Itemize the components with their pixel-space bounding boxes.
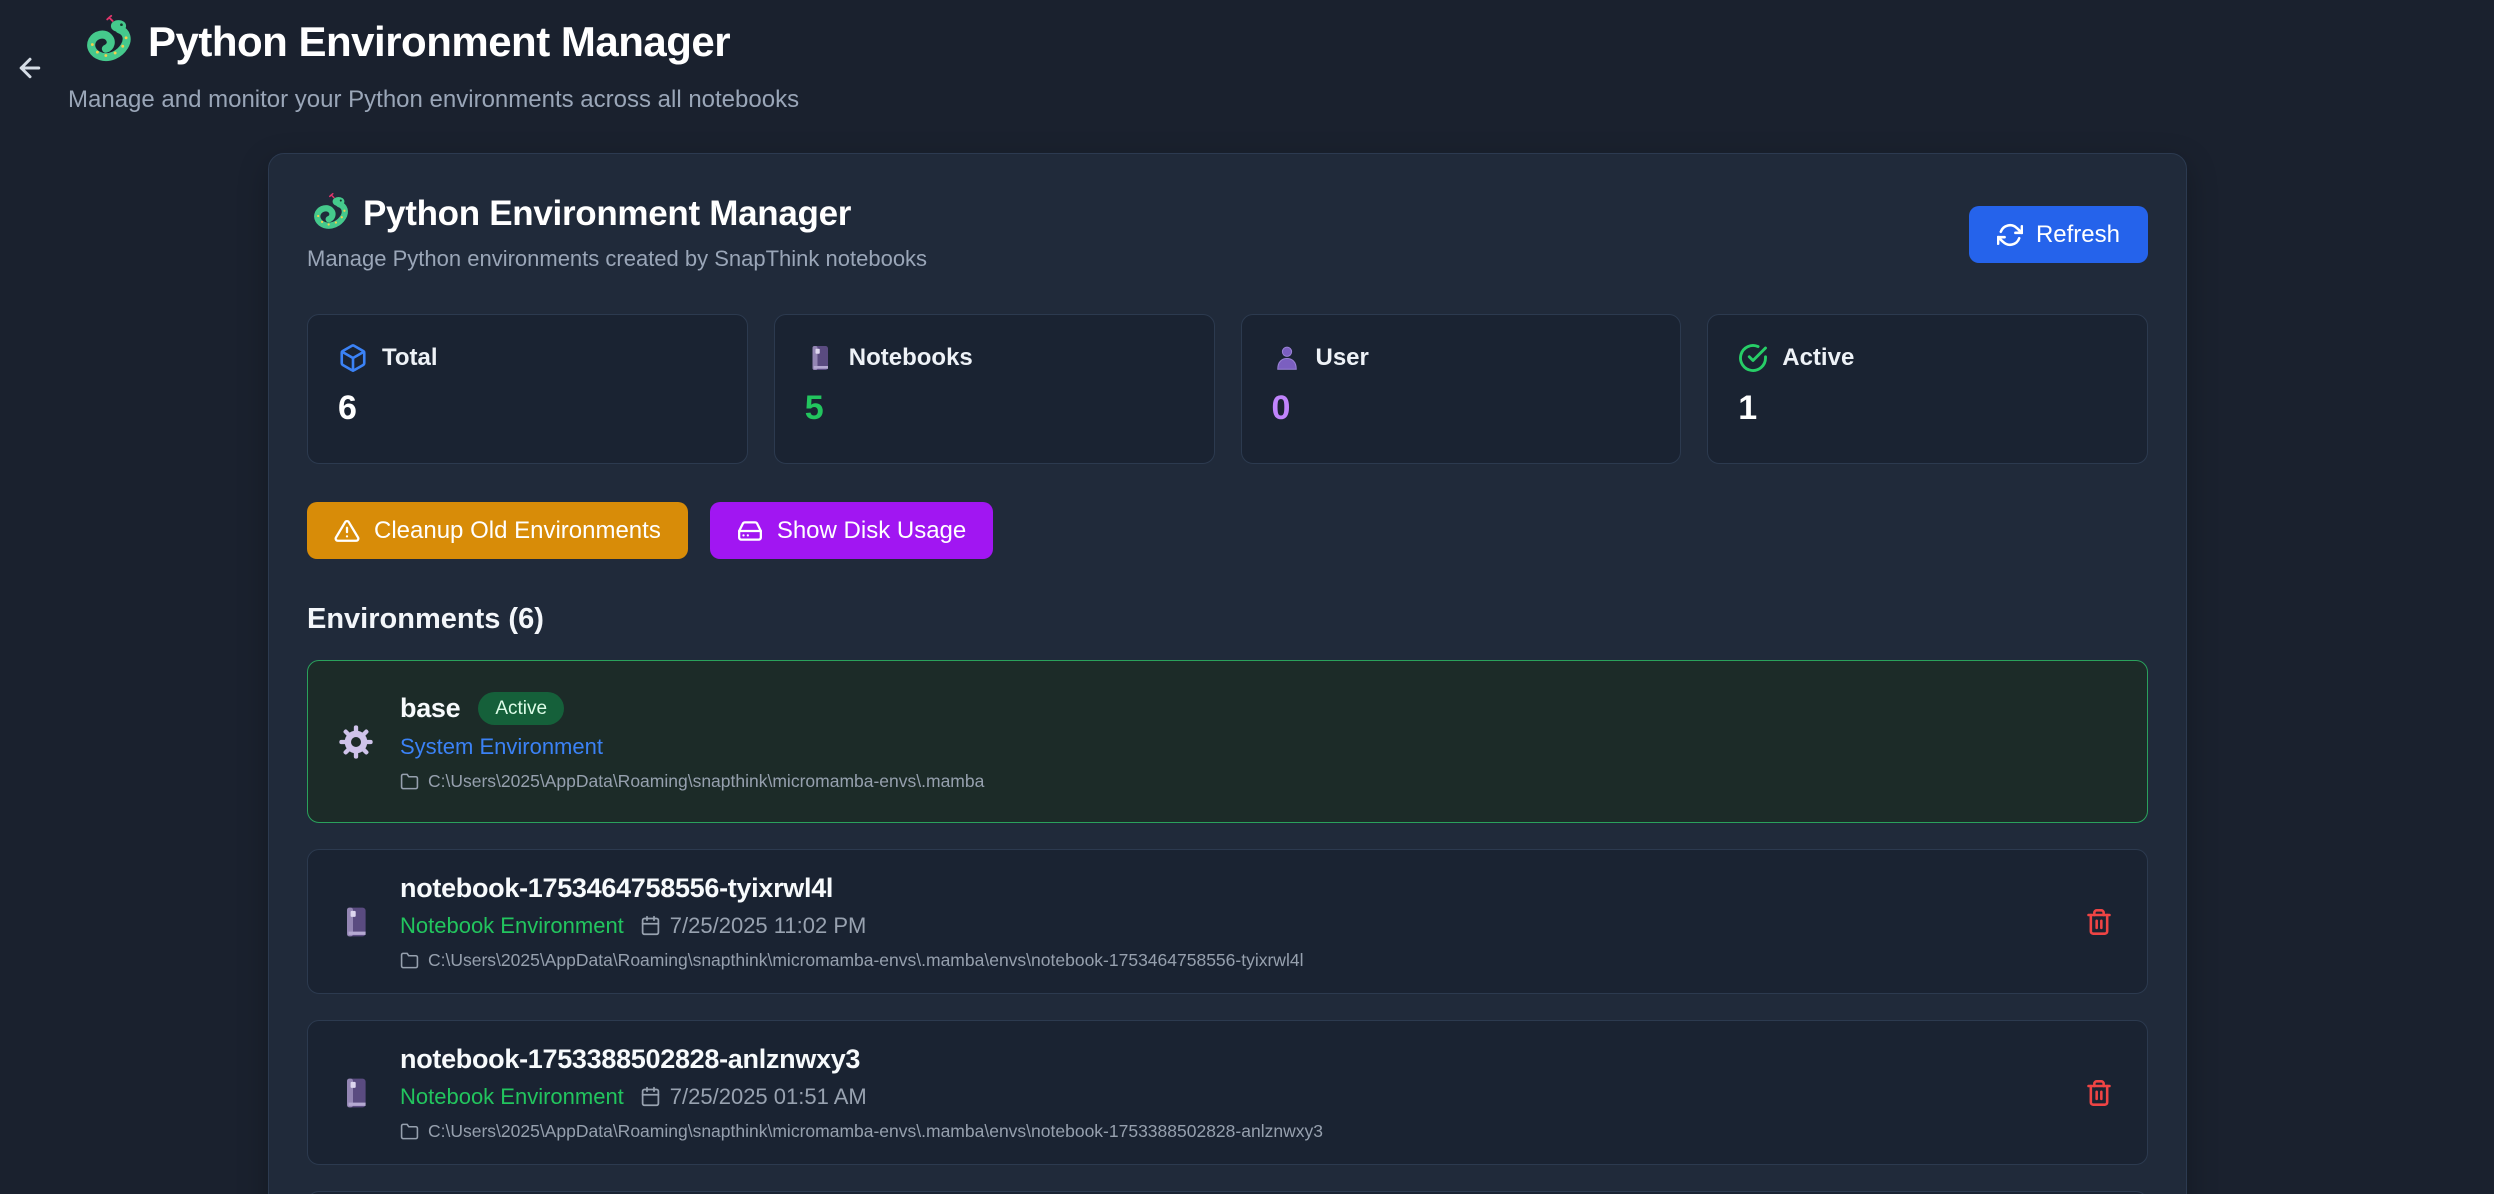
stats-row: Total 6 Notebooks 5 User 0 Active 1	[307, 314, 2148, 464]
delete-environment-button[interactable]	[2081, 1074, 2117, 1112]
user-icon	[1272, 343, 1302, 373]
folder-icon	[400, 951, 419, 970]
cleanup-old-environments-button[interactable]: Cleanup Old Environments	[307, 502, 688, 559]
stat-card-notebooks: Notebooks 5	[773, 314, 1215, 464]
refresh-button-label: Refresh	[2035, 220, 2120, 248]
panel-subtitle: Manage Python environments created by Sn…	[307, 246, 928, 271]
environment-path: C:\Users\2025\AppData\Roaming\snapthink\…	[428, 770, 985, 791]
notebook-icon	[338, 904, 374, 940]
environments-heading: Environments (6)	[307, 603, 544, 635]
environment-path: C:\Users\2025\AppData\Roaming\snapthink\…	[428, 949, 1304, 970]
panel-title: Python Environment Manager	[363, 194, 852, 233]
arrow-left-icon	[15, 53, 45, 83]
page-subtitle: Manage and monitor your Python environme…	[68, 86, 800, 113]
stat-label: Total	[382, 344, 438, 371]
environment-row-base: base Active System Environment C:\Users\…	[307, 660, 2148, 823]
gear-icon	[336, 722, 376, 762]
environment-row-notebook: notebook-1753388502828-anlznwxy3 Noteboo…	[307, 1020, 2148, 1165]
environment-list: base Active System Environment C:\Users\…	[307, 660, 2148, 1194]
snake-logo-icon	[78, 14, 132, 70]
box-icon	[338, 343, 368, 373]
cleanup-button-label: Cleanup Old Environments	[374, 516, 661, 544]
folder-icon	[400, 772, 419, 791]
snake-logo-icon	[307, 192, 349, 236]
environment-type: Notebook Environment	[400, 912, 624, 938]
environment-type: Notebook Environment	[400, 1083, 624, 1109]
warning-triangle-icon	[334, 518, 360, 544]
hard-drive-icon	[737, 518, 763, 544]
trash-icon	[2085, 1078, 2113, 1108]
stat-label: Notebooks	[848, 344, 973, 371]
stat-label: User	[1315, 344, 1369, 371]
back-button[interactable]	[12, 50, 48, 86]
calendar-icon	[640, 915, 661, 936]
trash-icon	[2085, 907, 2113, 937]
environment-path: C:\Users\2025\AppData\Roaming\snapthink\…	[428, 1120, 1323, 1141]
actions-row: Cleanup Old Environments Show Disk Usage	[307, 502, 2148, 559]
env-manager-panel: Python Environment Manager Manage Python…	[268, 153, 2187, 1194]
refresh-icon	[1997, 222, 2023, 248]
active-badge: Active	[478, 691, 565, 725]
stat-value-notebooks: 5	[804, 389, 824, 427]
stat-value-active: 1	[1738, 389, 1758, 427]
disk-usage-button-label: Show Disk Usage	[776, 516, 967, 544]
page-header: Python Environment Manager	[78, 14, 731, 70]
refresh-button[interactable]: Refresh	[1968, 206, 2148, 263]
stat-card-user: User 0	[1240, 314, 1682, 464]
environment-created-date: 7/25/2025 11:02 PM	[669, 912, 867, 938]
environment-name: notebook-1753388502828-anlznwxy3	[400, 1043, 861, 1074]
delete-environment-button[interactable]	[2081, 903, 2117, 941]
environment-created-date: 7/25/2025 01:51 AM	[669, 1083, 867, 1109]
stat-card-total: Total 6	[307, 314, 748, 464]
environment-row-notebook: notebook-1753464758556-tyixrwl4l Noteboo…	[307, 849, 2148, 994]
environment-name: notebook-1753464758556-tyixrwl4l	[400, 872, 834, 903]
page-title: Python Environment Manager	[148, 18, 731, 65]
notebook-icon	[805, 343, 835, 373]
check-circle-icon	[1738, 343, 1768, 373]
environment-type: System Environment	[400, 733, 603, 759]
stat-label: Active	[1782, 344, 1855, 371]
show-disk-usage-button[interactable]: Show Disk Usage	[709, 502, 994, 559]
notebook-icon	[338, 1075, 374, 1111]
environment-name: base	[400, 692, 461, 723]
stat-value-user: 0	[1271, 389, 1291, 427]
stat-card-active: Active 1	[1707, 314, 2148, 464]
stat-value-total: 6	[338, 389, 357, 427]
calendar-icon	[640, 1086, 661, 1107]
folder-icon	[400, 1122, 419, 1141]
